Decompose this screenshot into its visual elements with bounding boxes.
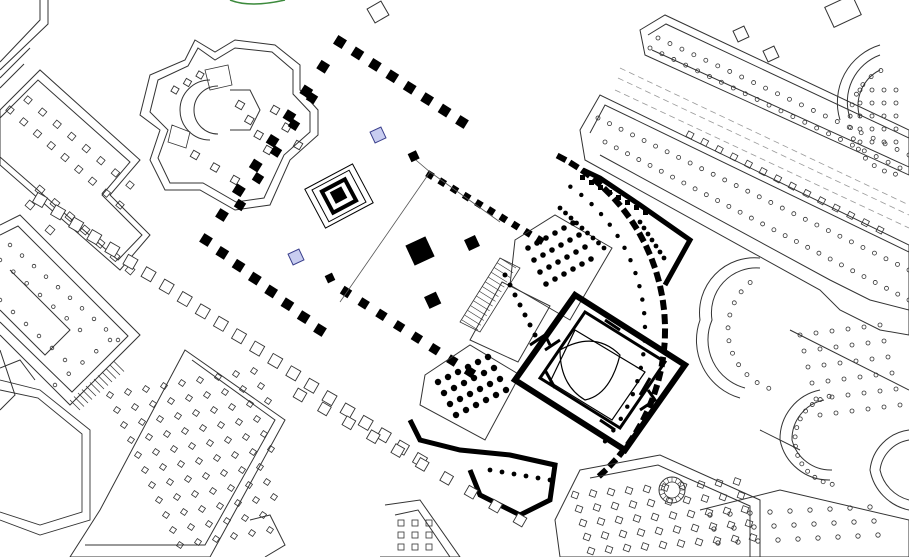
central-temple <box>407 152 694 518</box>
west-stoa-block <box>0 69 151 276</box>
temple-stair <box>459 257 521 333</box>
domed-rotunda <box>139 39 319 211</box>
central-courtyard <box>199 35 545 379</box>
altar-marker-south <box>287 248 305 266</box>
southwest-columned-hall <box>69 349 286 557</box>
northeast-stoa <box>579 0 909 336</box>
northwest-edge-structures <box>0 0 390 89</box>
altar-marker-north <box>369 126 387 144</box>
south-buildings <box>249 454 909 557</box>
south-radial-stair <box>658 476 686 504</box>
central-altar <box>304 163 374 229</box>
east-exedrae <box>696 44 909 511</box>
far-west-building <box>0 214 141 536</box>
processional-road <box>31 191 528 528</box>
